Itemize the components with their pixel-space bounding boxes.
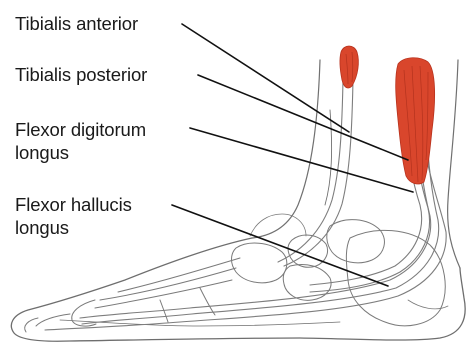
label-flexor-digitorum-line1: Flexor digitorum (15, 118, 146, 141)
label-flexor-digitorum-line2: longus (15, 141, 146, 164)
label-tibialis-posterior: Tibialis posterior (15, 63, 147, 86)
label-flexor-hallucis-line1: Flexor hallucis (15, 193, 132, 216)
label-flexor-hallucis-line2: longus (15, 216, 132, 239)
leader-flexor-digitorum (190, 128, 413, 192)
label-flexor-digitorum-longus: Flexor digitorum longus (15, 118, 146, 164)
label-flexor-hallucis-longus: Flexor hallucis longus (15, 193, 132, 239)
tibialis-anterior-muscle (340, 46, 358, 88)
muscle-bellies (340, 46, 435, 184)
leader-tibialis-posterior (198, 75, 408, 160)
label-tibialis-anterior: Tibialis anterior (15, 12, 138, 35)
leader-flexor-hallucis (172, 205, 388, 286)
leader-lines (172, 24, 413, 286)
